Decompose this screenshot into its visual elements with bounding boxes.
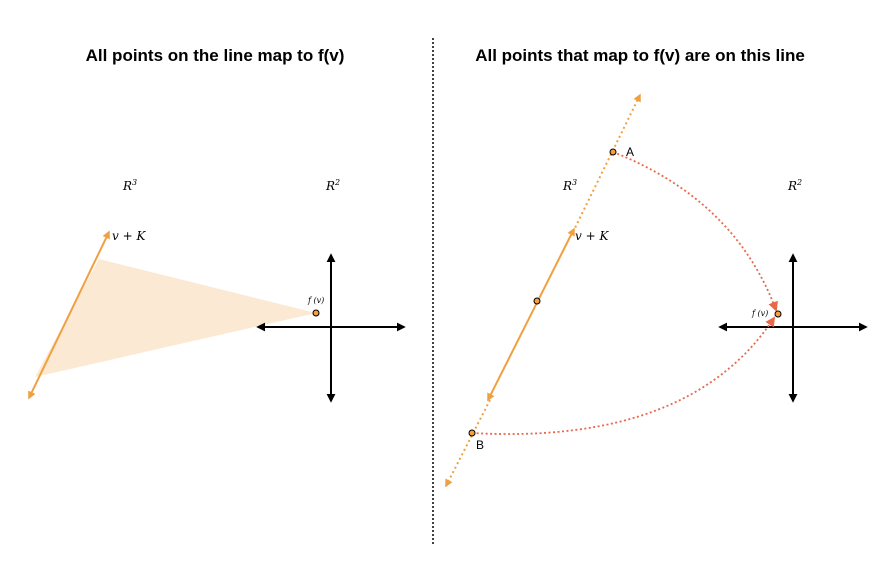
image-point-fv-right: [774, 310, 782, 318]
right-panel-title: All points that map to f(v) are on this …: [475, 46, 805, 65]
left-panel: All points on the line map to f(v) v + K…: [28, 46, 406, 403]
line-v-plus-k-label: v + K: [112, 229, 146, 243]
mapping-arc-b: [471, 316, 776, 435]
point-a-label: A: [626, 145, 634, 159]
line-extension-lower: [445, 399, 491, 488]
line-v-plus-k: [28, 230, 110, 400]
point-a: [609, 148, 617, 156]
point-b: [468, 429, 476, 437]
image-point-fv: [312, 309, 320, 317]
line-v-plus-k-right-label: v + K: [575, 229, 609, 243]
mapping-arc-a: [612, 151, 778, 312]
line-v-plus-k-right: [487, 227, 575, 402]
image-point-fv-right-label: f (v): [751, 309, 768, 318]
codomain-label-r2: R2: [325, 178, 340, 193]
left-panel-title: All points on the line map to f(v): [86, 46, 345, 65]
image-point-fv-label: f (v): [307, 296, 324, 305]
mapping-wedge: [35, 259, 316, 377]
domain-label-r3: R3: [122, 178, 137, 193]
point-b-label: B: [476, 438, 484, 452]
domain-label-r3-right: R3: [562, 178, 577, 193]
right-panel: All points that map to f(v) are on this …: [445, 46, 868, 488]
codomain-label-r2-right: R2: [787, 178, 802, 193]
point-v: [533, 297, 541, 305]
line-extension-upper: [572, 93, 641, 233]
